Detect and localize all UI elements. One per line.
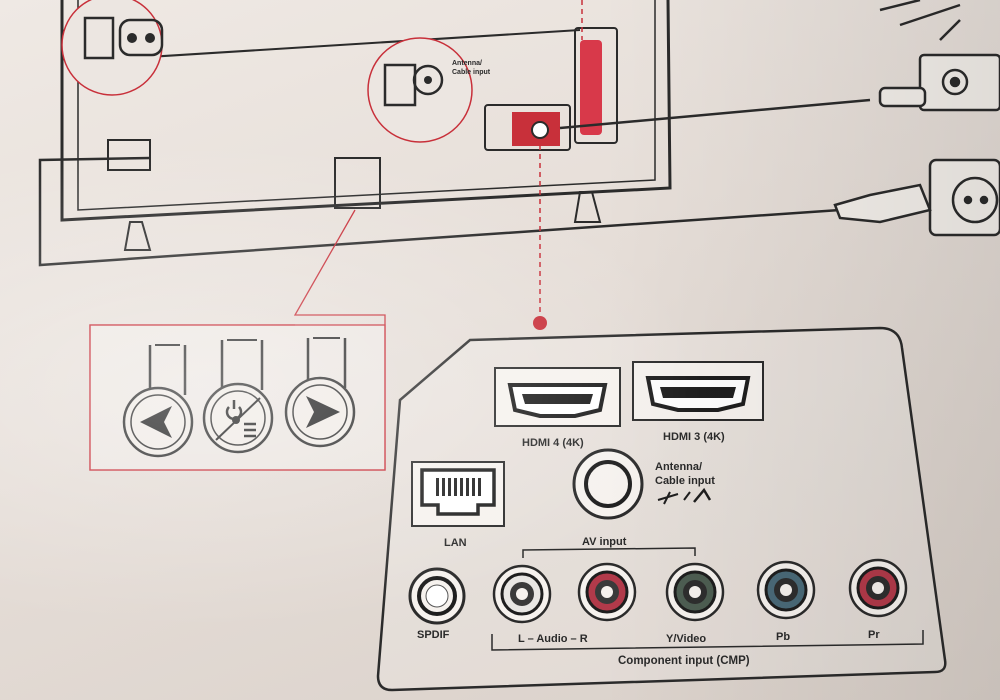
triangle-right-icon — [306, 396, 340, 428]
tv-back-outline — [60, 0, 672, 222]
side-buttons-callout — [89, 209, 386, 471]
antenna-inset-label-1: Antenna/ — [452, 60, 482, 67]
port-panel: HDMI 4 (4K) HDMI 3 (4K) Antenna/ Cable i… — [376, 326, 947, 692]
av-input-bracket: AV input — [522, 536, 696, 558]
pr-jack — [848, 558, 908, 618]
audio-l-jack — [492, 564, 552, 624]
callout-connector — [533, 0, 583, 330]
power-button — [202, 339, 274, 454]
antenna-label-2: Cable input — [655, 475, 715, 487]
left-button — [122, 344, 194, 458]
audio-r-jack — [577, 562, 637, 622]
power-connector-inset — [61, 0, 164, 96]
y-video-jack — [665, 562, 725, 622]
antenna-port: Antenna/ Cable input — [572, 448, 715, 520]
audio-lr-label: L – Audio – R — [518, 633, 588, 645]
pb-jack — [756, 560, 816, 620]
spdif-port: SPDIF — [408, 567, 466, 641]
tv-feet — [123, 191, 602, 251]
hdmi3-port: HDMI 3 (4K) — [632, 361, 764, 443]
antenna-inset: Antenna/ Cable input — [367, 37, 491, 143]
hdmi4-label: HDMI 4 (4K) — [522, 437, 584, 449]
component-input-label: Component input (CMP) — [618, 655, 750, 667]
hdmi3-label: HDMI 3 (4K) — [663, 431, 725, 443]
lan-label: LAN — [444, 537, 467, 549]
triangle-left-icon — [140, 406, 172, 438]
av-input-label: AV input — [582, 536, 627, 548]
right-button — [284, 337, 356, 448]
antenna-inset-label-2: Cable input — [452, 69, 491, 76]
spdif-label: SPDIF — [417, 629, 450, 641]
antenna-cable-icon — [657, 487, 712, 505]
pb-label: Pb — [776, 631, 790, 643]
component-input-bracket: Component input (CMP) — [491, 630, 924, 667]
wall-antenna-socket — [878, 0, 1000, 112]
side-port-highlight — [580, 40, 602, 135]
hdmi4-port: HDMI 4 (4K) — [494, 367, 621, 449]
wall-power-socket — [833, 158, 1000, 237]
y-video-label: Y/Video — [666, 633, 706, 645]
cables — [38, 98, 871, 267]
antenna-label-1: Antenna/ — [655, 461, 702, 473]
pr-label: Pr — [868, 629, 880, 641]
lan-port: LAN — [411, 461, 505, 549]
